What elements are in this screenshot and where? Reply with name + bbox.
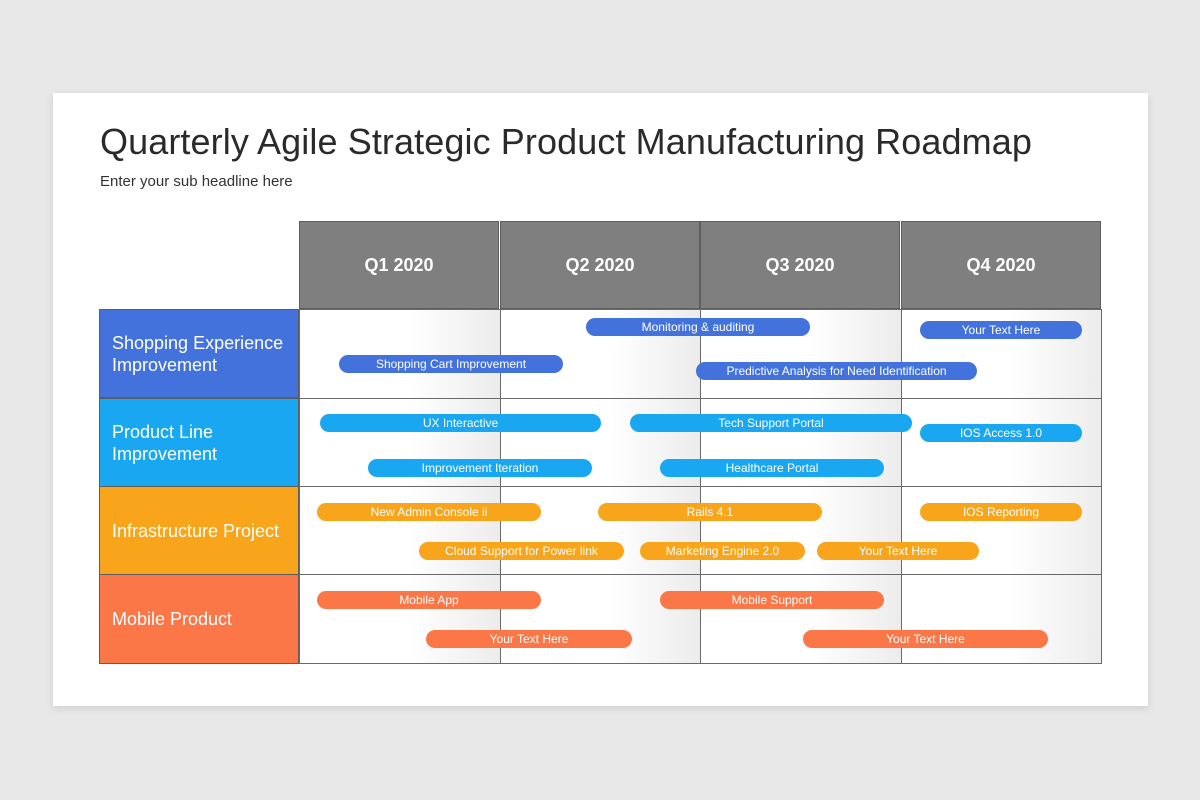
roadmap-bar[interactable]: Mobile Support xyxy=(660,591,884,609)
row-label-line: Shopping Experience xyxy=(112,332,284,353)
roadmap-bar[interactable]: Cloud Support for Power link xyxy=(419,542,624,560)
quarter-header-q2: Q2 2020 xyxy=(500,221,700,309)
grid-cell xyxy=(500,574,701,664)
grid-cell xyxy=(700,574,902,664)
quarter-header-q3: Q3 2020 xyxy=(700,221,900,309)
roadmap-bar[interactable]: New Admin Console ii xyxy=(317,503,541,521)
grid-cell xyxy=(500,486,701,575)
roadmap-bar[interactable]: Your Text Here xyxy=(920,321,1082,339)
roadmap-bar[interactable]: Mobile App xyxy=(317,591,541,609)
row-label-line: Improvement xyxy=(112,354,218,375)
grid-cell xyxy=(299,309,501,399)
roadmap-bar[interactable]: Marketing Engine 2.0 xyxy=(640,542,805,560)
roadmap-bar[interactable]: Predictive Analysis for Need Identificat… xyxy=(696,362,977,380)
row-label-line: Mobile Product xyxy=(112,609,233,629)
quarter-header-q1: Q1 2020 xyxy=(299,221,499,309)
slide-subtitle: Enter your sub headline here xyxy=(100,173,293,190)
roadmap-bar[interactable]: UX Interactive xyxy=(320,414,601,432)
grid-cell xyxy=(901,574,1102,664)
row-label-line: Infrastructure Project xyxy=(112,520,280,541)
grid-cell xyxy=(901,398,1102,487)
roadmap-bar[interactable]: Rails 4.1 xyxy=(598,503,822,521)
roadmap-bar[interactable]: Improvement Iteration xyxy=(368,459,592,477)
roadmap-grid: Q1 2020 Q2 2020 Q3 2020 Q4 2020 Shopping… xyxy=(53,93,1148,706)
roadmap-bar[interactable]: Monitoring & auditing xyxy=(586,318,810,336)
grid-cell xyxy=(901,486,1102,575)
roadmap-bar[interactable]: Your Text Here xyxy=(803,630,1048,648)
roadmap-bar[interactable]: Your Text Here xyxy=(426,630,632,648)
slide: Quarterly Agile Strategic Product Manufa… xyxy=(53,93,1148,706)
roadmap-bar[interactable]: IOS Access 1.0 xyxy=(920,424,1082,442)
grid-cell xyxy=(700,486,902,575)
roadmap-bar[interactable]: IOS Reporting xyxy=(920,503,1082,521)
row-label-line: Improvement xyxy=(112,443,218,464)
row-label-mobile-product: Mobile Product xyxy=(99,574,299,664)
row-label-infrastructure: Infrastructure Project xyxy=(99,486,299,575)
roadmap-bar[interactable]: Your Text Here xyxy=(817,542,979,560)
row-label-shopping-experience: Shopping Experience Improvement xyxy=(99,309,299,398)
grid-cell xyxy=(299,486,501,575)
roadmap-bar[interactable]: Shopping Cart Improvement xyxy=(339,355,563,373)
row-label-product-line: Product Line Improvement xyxy=(99,398,299,487)
quarter-header-q4: Q4 2020 xyxy=(901,221,1101,309)
row-label-line: Product Line xyxy=(112,421,214,442)
roadmap-bar[interactable]: Healthcare Portal xyxy=(660,459,884,477)
roadmap-bar[interactable]: Tech Support Portal xyxy=(630,414,912,432)
slide-title: Quarterly Agile Strategic Product Manufa… xyxy=(100,121,1032,162)
grid-cell xyxy=(299,574,501,664)
